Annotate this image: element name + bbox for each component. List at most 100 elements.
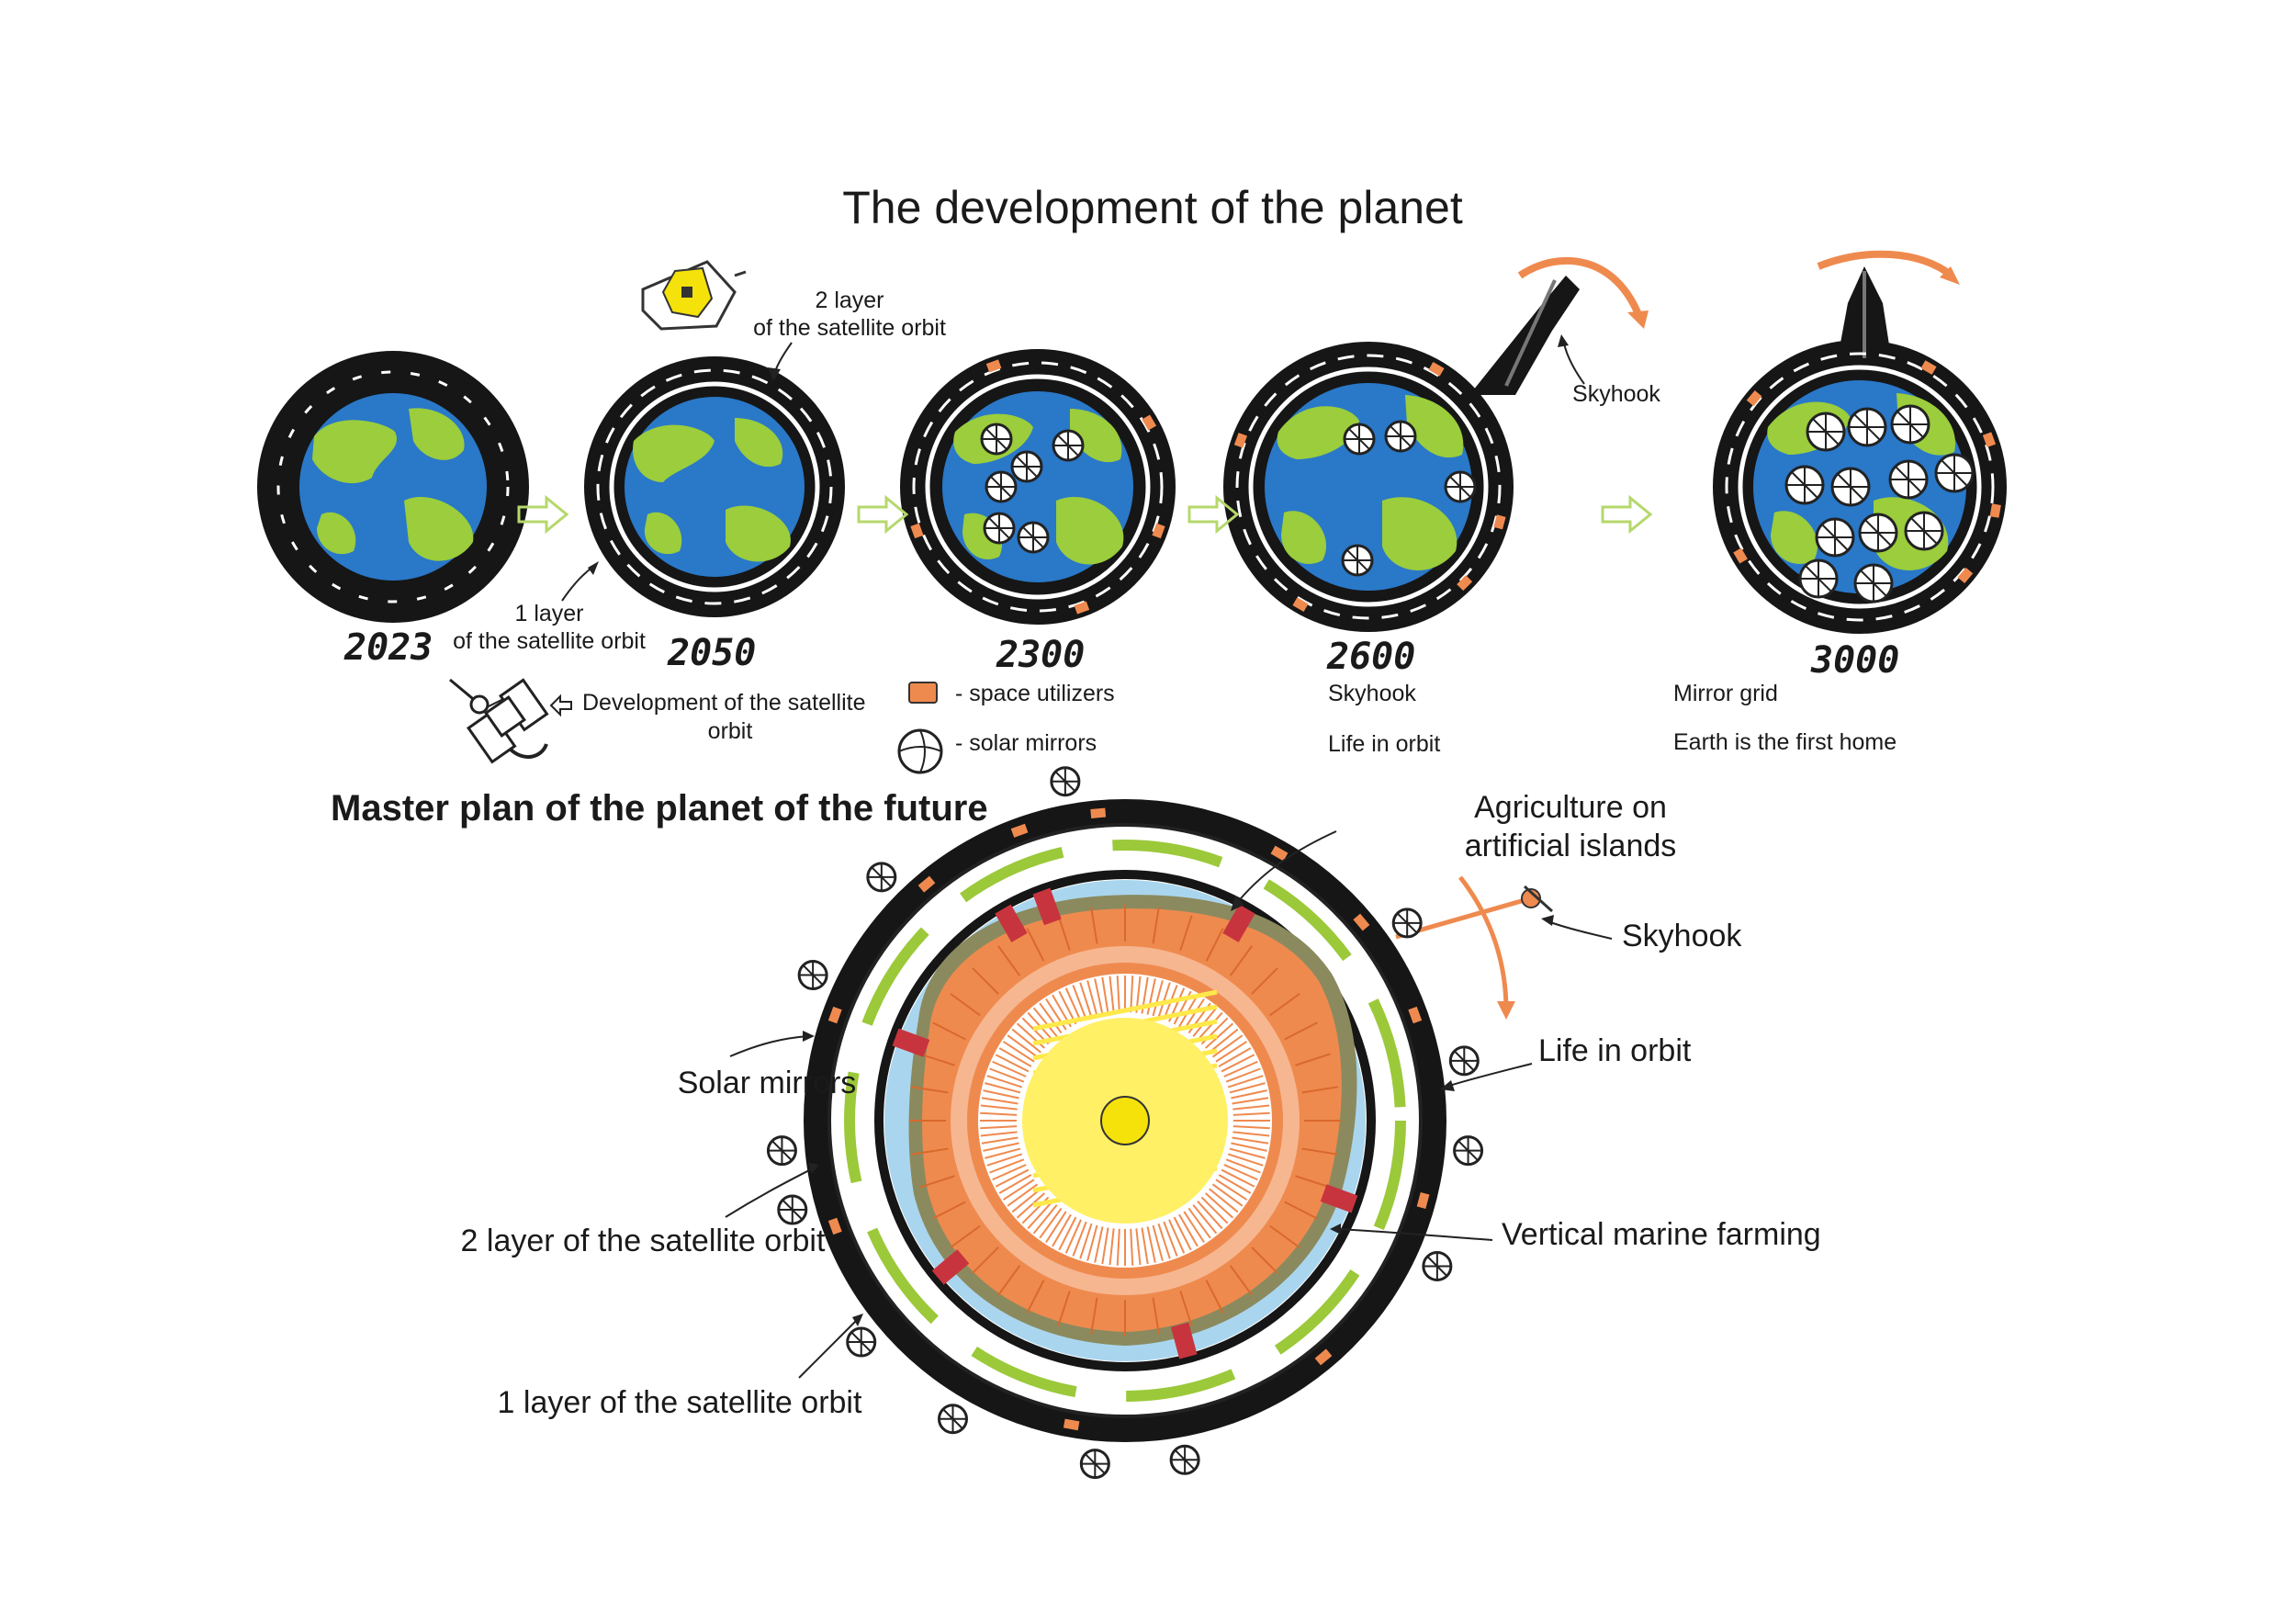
space-utilizer-icon	[1746, 390, 1762, 407]
planet-2600	[1223, 342, 1514, 632]
stage-transition-arrows	[517, 494, 1653, 535]
radial-line	[1130, 976, 1134, 1013]
orbit-dash-ring	[596, 368, 833, 605]
radial-line	[1039, 1207, 1063, 1239]
space-utilizer-icon	[1010, 823, 1029, 838]
space-utilizer-icon	[1314, 1348, 1333, 1366]
orbit-layer-1-sublabel: of the satellite orbit	[453, 628, 646, 654]
solar-mirror-icon	[983, 512, 1016, 545]
radial-line	[1227, 1153, 1264, 1167]
legend-arrow-icon	[549, 694, 572, 717]
rotation-arrow-3000	[1817, 250, 1954, 279]
solar-mirror-icon	[1453, 1135, 1484, 1167]
space-utilizer-icon	[1493, 514, 1506, 530]
radial-line	[919, 1175, 955, 1189]
space-utilizer-icon	[1989, 503, 2001, 518]
radial-line	[1295, 1175, 1331, 1189]
space-utilizer-icon	[1090, 807, 1107, 818]
radial-line	[1116, 1228, 1120, 1266]
solar-mirror-icon	[1806, 412, 1846, 452]
radial-line	[1168, 1219, 1186, 1254]
solar-mirror-icon	[766, 1135, 797, 1167]
solar-mirror-icon	[1934, 453, 1975, 493]
stage-arrow-icon	[517, 494, 569, 535]
radial-line	[1284, 1201, 1318, 1220]
radial-line	[986, 1075, 1023, 1088]
radial-line	[1232, 1125, 1270, 1130]
space-utilizer-icon	[910, 523, 924, 539]
radial-line	[1109, 1228, 1115, 1266]
radial-line	[1011, 1028, 1041, 1054]
legend-space-utilizers: - space utilizers	[955, 681, 1115, 706]
radial-line	[1211, 1034, 1244, 1058]
radial-line	[1251, 1246, 1278, 1274]
vertical-marine-block	[995, 904, 1028, 942]
year-2050: 2050	[667, 632, 756, 674]
vertical-marine-blocks	[892, 887, 1358, 1359]
radial-line	[1007, 1183, 1039, 1207]
radial-line	[1197, 1011, 1223, 1041]
space-utilizer-icon	[1353, 913, 1370, 931]
stage-arrow-icon	[857, 494, 909, 535]
space-utilizer-icon	[1270, 845, 1289, 862]
radial-line	[1032, 1204, 1058, 1235]
space-utilizer-icon	[917, 875, 936, 893]
radial-line	[980, 1111, 1018, 1116]
radial-line	[1183, 998, 1205, 1031]
space-utilizer-icon	[1074, 601, 1090, 615]
stage-arrow-icon	[1187, 494, 1240, 535]
radial-line	[992, 1164, 1027, 1181]
radial-line	[1269, 993, 1300, 1017]
solar-mirror-icon	[1010, 450, 1043, 483]
year-2023: 2023	[343, 626, 433, 669]
radial-line	[980, 1125, 1018, 1130]
radial-line	[1064, 987, 1082, 1022]
radial-line	[1229, 1265, 1253, 1296]
skyhook-tower-2600	[1469, 276, 1580, 395]
solar-mirror-icon	[1815, 517, 1855, 558]
solar-mirror-icon	[1847, 407, 1887, 447]
vertical-marine-block	[1032, 887, 1062, 926]
label-agriculture: Agriculture on	[1474, 790, 1667, 825]
radial-line	[1057, 915, 1071, 951]
radial-line	[1135, 1228, 1142, 1266]
radial-line	[1064, 1219, 1082, 1254]
radial-line	[932, 1021, 966, 1041]
radial-line	[1157, 1223, 1171, 1259]
radial-line	[1223, 1060, 1258, 1077]
radial-line	[980, 1131, 1018, 1137]
note-3000-mirror-grid: Mirror grid	[1673, 681, 1778, 706]
space-utilizer-icon	[1152, 523, 1165, 539]
radial-line	[1232, 1104, 1270, 1111]
radial-line	[1101, 1227, 1109, 1265]
radial-line	[1225, 1067, 1261, 1083]
radial-line	[1086, 980, 1098, 1017]
label-orbit-layer-2: 2 layer of the satellite orbit	[461, 1224, 826, 1258]
radial-line	[1094, 1226, 1104, 1263]
solar-mirror-icon	[777, 1194, 808, 1225]
space-utilizer-icon	[1457, 575, 1473, 592]
radial-line	[911, 1086, 949, 1094]
radial-line	[1232, 1136, 1269, 1145]
radial-line	[985, 1147, 1021, 1159]
solar-mirror-icon	[1384, 420, 1417, 453]
solar-mirror-icon	[1422, 1250, 1453, 1281]
solar-mirror-icon	[866, 862, 897, 893]
radial-line	[998, 1047, 1032, 1067]
radial-line	[1227, 1075, 1264, 1088]
label-agriculture-line2: artificial islands	[1465, 829, 1677, 863]
space-utilizer-icon	[1142, 414, 1157, 431]
solar-mirror-icon	[1391, 908, 1423, 939]
solar-mirror-icon	[797, 960, 828, 991]
radial-line	[1295, 1053, 1331, 1066]
radial-line	[1011, 1188, 1041, 1213]
radial-line	[989, 1158, 1025, 1174]
radial-line	[1094, 978, 1104, 1015]
solar-mirror-icon	[846, 1326, 877, 1358]
solar-mirror-icon	[1343, 423, 1376, 456]
planet-2300	[900, 349, 1176, 625]
space-utilizer-icon	[1920, 360, 1937, 375]
year-2300: 2300	[996, 634, 1085, 676]
radial-line	[972, 967, 999, 995]
label-skyhook: Skyhook	[1622, 919, 1742, 953]
